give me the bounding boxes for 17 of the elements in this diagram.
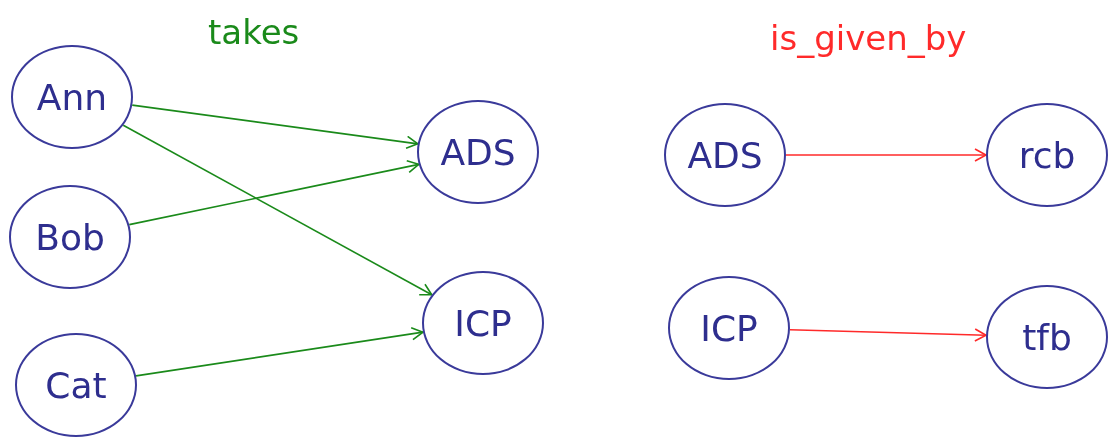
arrow bbox=[789, 328, 987, 342]
arrow bbox=[131, 104, 419, 150]
arrow bbox=[128, 159, 420, 226]
arrow bbox=[122, 124, 433, 296]
relation-label: takes bbox=[208, 12, 300, 52]
node-label: ADS bbox=[687, 134, 763, 176]
node-label: ICP bbox=[700, 307, 758, 349]
node-label: Cat bbox=[45, 364, 107, 406]
relation-label: is_given_by bbox=[770, 18, 967, 58]
node-label: Bob bbox=[35, 216, 105, 258]
arrow bbox=[785, 148, 987, 162]
node-label: Ann bbox=[36, 76, 108, 118]
node-label: tfb bbox=[1022, 316, 1072, 358]
node-label: rcb bbox=[1018, 134, 1076, 176]
node-label: ADS bbox=[440, 131, 516, 173]
arrow bbox=[135, 327, 424, 377]
node-label: ICP bbox=[454, 302, 512, 344]
